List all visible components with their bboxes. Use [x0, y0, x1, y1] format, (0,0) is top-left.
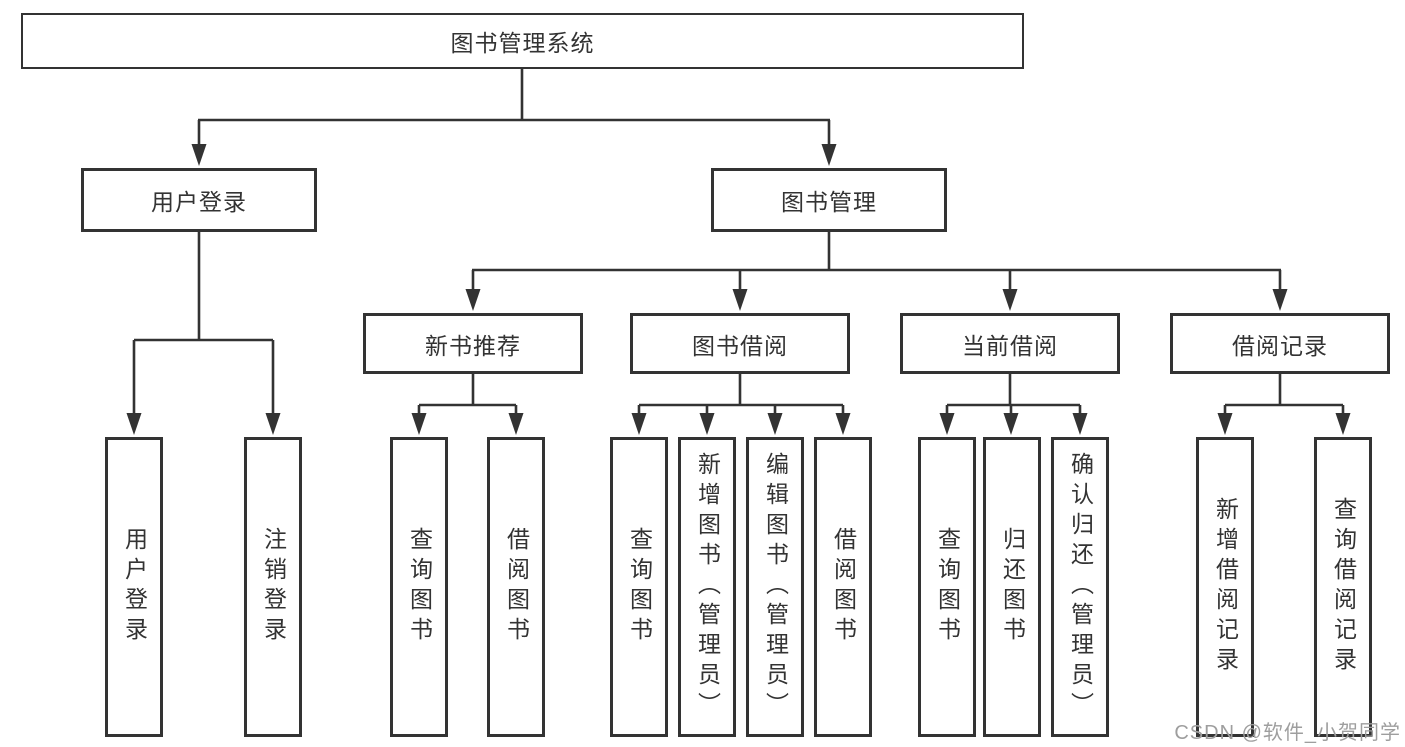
node-root: 图书管理系统	[21, 13, 1024, 69]
arrowheads	[126, 144, 1351, 435]
node-book-borrow-label: 图书借阅	[692, 332, 788, 359]
leaf-return-books: 归还图书	[983, 437, 1041, 737]
connector-root	[197, 69, 831, 147]
leaf-query-books-borrow: 查询图书	[610, 437, 668, 737]
node-book-management: 图书管理	[711, 168, 947, 232]
leaf-add-books-admin-label: 新增图书（管理员）	[694, 452, 721, 722]
leaf-query-books-current: 查询图书	[918, 437, 976, 737]
leaf-return-books-label: 归还图书	[999, 527, 1026, 647]
connector-book-borrow	[637, 374, 845, 416]
leaf-query-books-recommend-label: 查询图书	[406, 527, 433, 647]
node-borrow-records-label: 借阅记录	[1232, 332, 1328, 359]
leaf-logout: 注销登录	[244, 437, 302, 737]
leaf-query-books-recommend: 查询图书	[390, 437, 448, 737]
node-root-label: 图书管理系统	[450, 30, 595, 56]
connector-current-borrow	[945, 374, 1082, 416]
leaf-confirm-return-admin: 确认归还（管理员）	[1051, 437, 1109, 737]
leaf-borrow-books-recommend-label: 借阅图书	[503, 527, 530, 647]
leaf-borrow-books-label: 借阅图书	[830, 527, 857, 647]
leaf-query-books-current-label: 查询图书	[934, 527, 961, 647]
leaf-add-borrow-record: 新增借阅记录	[1196, 437, 1254, 737]
csdn-watermark: CSDN @软件_小贺同学	[1174, 722, 1401, 744]
leaf-edit-books-admin: 编辑图书（管理员）	[746, 437, 804, 737]
node-book-borrow: 图书借阅	[630, 313, 850, 374]
leaf-borrow-books-recommend: 借阅图书	[487, 437, 545, 737]
node-new-book-recommend-label: 新书推荐	[425, 332, 521, 359]
leaf-user-login: 用户登录	[105, 437, 163, 737]
leaf-logout-label: 注销登录	[260, 527, 287, 647]
leaf-add-books-admin: 新增图书（管理员）	[678, 437, 736, 737]
node-borrow-records: 借阅记录	[1170, 313, 1390, 374]
leaf-confirm-return-admin-label: 确认归还（管理员）	[1067, 452, 1094, 722]
node-new-book-recommend: 新书推荐	[363, 313, 583, 374]
node-user-login-label: 用户登录	[151, 189, 247, 215]
node-current-borrow-label: 当前借阅	[962, 332, 1058, 359]
node-current-borrow: 当前借阅	[900, 313, 1120, 374]
connector-book-management	[471, 232, 1282, 292]
leaf-user-login-label: 用户登录	[121, 527, 148, 647]
node-book-management-label: 图书管理	[781, 189, 877, 215]
leaf-borrow-books: 借阅图书	[814, 437, 872, 737]
leaf-query-borrow-record-label: 查询借阅记录	[1330, 497, 1357, 677]
connector-new-book-recommend	[417, 374, 518, 416]
connector-user-login	[132, 232, 275, 416]
connector-borrow-records	[1223, 374, 1345, 416]
node-user-login: 用户登录	[81, 168, 317, 232]
leaf-query-books-borrow-label: 查询图书	[626, 527, 653, 647]
leaf-add-borrow-record-label: 新增借阅记录	[1212, 497, 1239, 677]
leaf-edit-books-admin-label: 编辑图书（管理员）	[762, 452, 789, 722]
leaf-query-borrow-record: 查询借阅记录	[1314, 437, 1372, 737]
